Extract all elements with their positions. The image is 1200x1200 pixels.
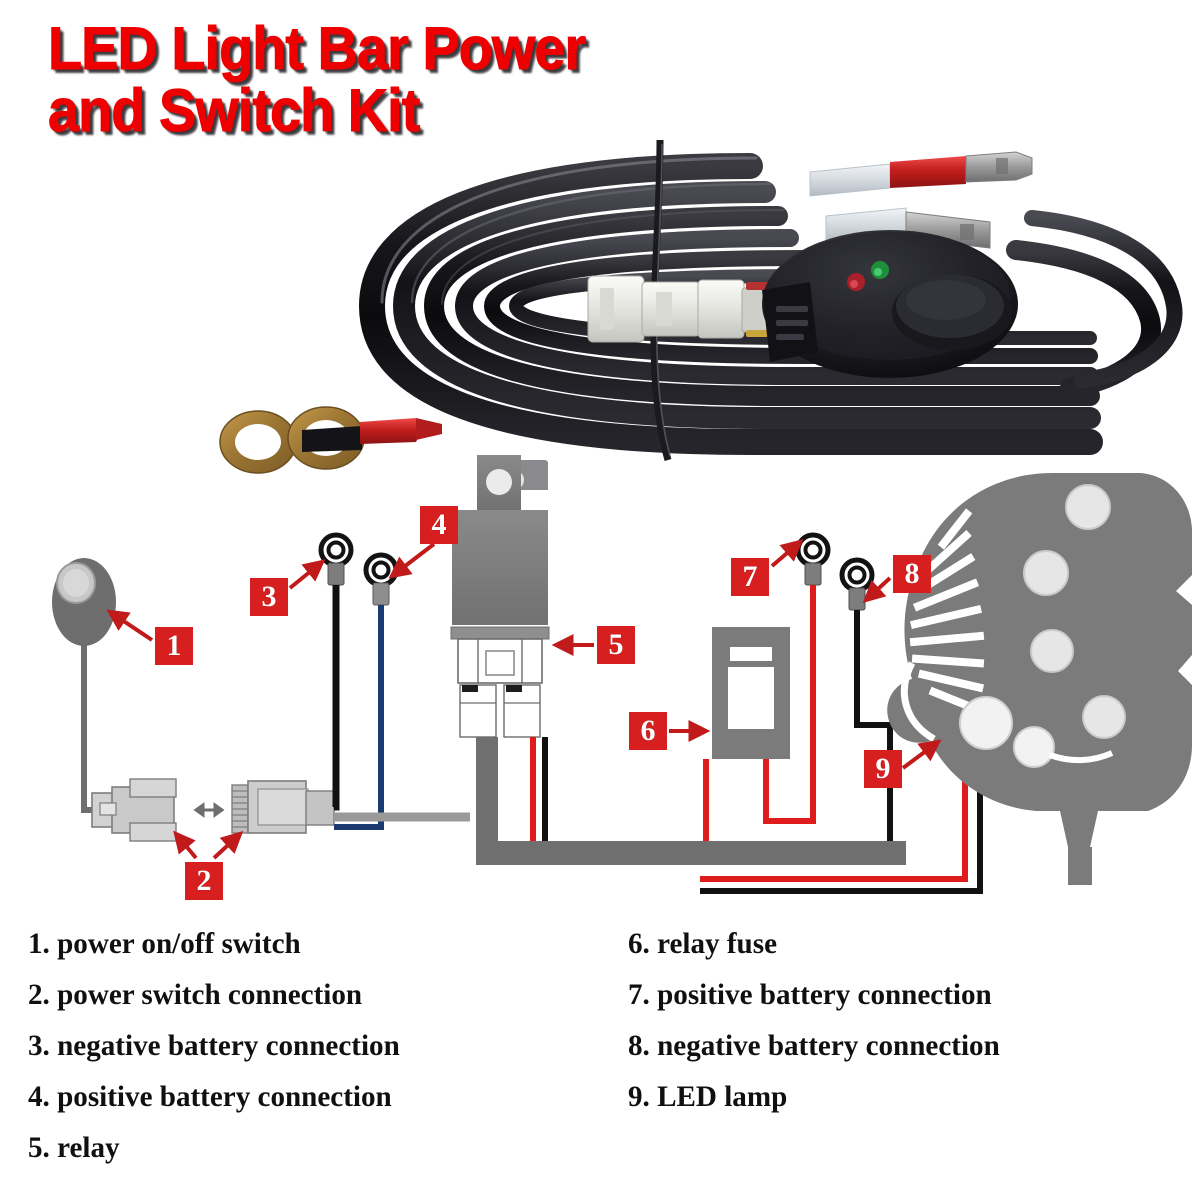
negative-battery-ring: [839, 557, 875, 611]
negative-ring-terminal: [318, 532, 354, 811]
callout-badge-9[interactable]: 9: [864, 750, 902, 788]
harness-tails: [1006, 210, 1183, 398]
wiring-diagram: [0, 455, 1200, 915]
legend-item-8: 8. negative battery connection: [628, 1029, 1000, 1062]
legend-item-7: 7. positive battery connection: [628, 978, 992, 1011]
legend: 1. power on/off switch 2. power switch c…: [0, 918, 1200, 1200]
mate-arrow: [193, 802, 225, 818]
legend-item-9: 9. LED lamp: [628, 1080, 788, 1113]
switch-connector-pair: [91, 778, 335, 842]
legend-item-5: 5. relay: [28, 1131, 120, 1164]
callout-badge-2[interactable]: 2: [185, 862, 223, 900]
callout-badge-1[interactable]: 1: [155, 627, 193, 665]
white-connector: [587, 275, 771, 343]
connector-right: [231, 780, 335, 834]
callout-badge-8[interactable]: 8: [893, 555, 931, 593]
callout-badge-7[interactable]: 7: [731, 558, 769, 596]
relay-fuse: [712, 627, 790, 759]
ring-terminal-brass: [219, 406, 442, 474]
led-lamp: [887, 473, 1192, 885]
legend-item-4: 4. positive battery connection: [28, 1080, 392, 1113]
legend-column-right: 6. relay fuse 7. positive battery connec…: [628, 918, 1200, 1122]
wiring-black: [542, 610, 983, 894]
page-title: LED Light Bar Power and Switch Kit: [48, 15, 587, 144]
positive-ring-terminal: [334, 552, 399, 830]
positive-battery-ring: [795, 532, 831, 586]
callout-badge-4[interactable]: 4: [420, 506, 458, 544]
legend-item-6: 6. relay fuse: [628, 927, 777, 960]
relay: [450, 455, 550, 841]
callout-badge-6[interactable]: 6: [629, 712, 667, 750]
main-cable: [476, 841, 906, 865]
rocker-switch: [762, 151, 1033, 378]
callout-badge-5[interactable]: 5: [597, 626, 635, 664]
legend-item-3: 3. negative battery connection: [28, 1029, 400, 1062]
legend-column-left: 1. power on/off switch 2. power switch c…: [28, 918, 628, 1173]
product-photo: [190, 130, 1200, 490]
legend-item-1: 1. power on/off switch: [28, 927, 301, 960]
power-switch: [52, 558, 116, 813]
callout-badge-3[interactable]: 3: [250, 578, 288, 616]
legend-item-2: 2. power switch connection: [28, 978, 363, 1011]
wire-harness-coil: [358, 153, 1103, 457]
red-spade-lead: [809, 151, 1033, 197]
connector-left: [91, 778, 177, 842]
